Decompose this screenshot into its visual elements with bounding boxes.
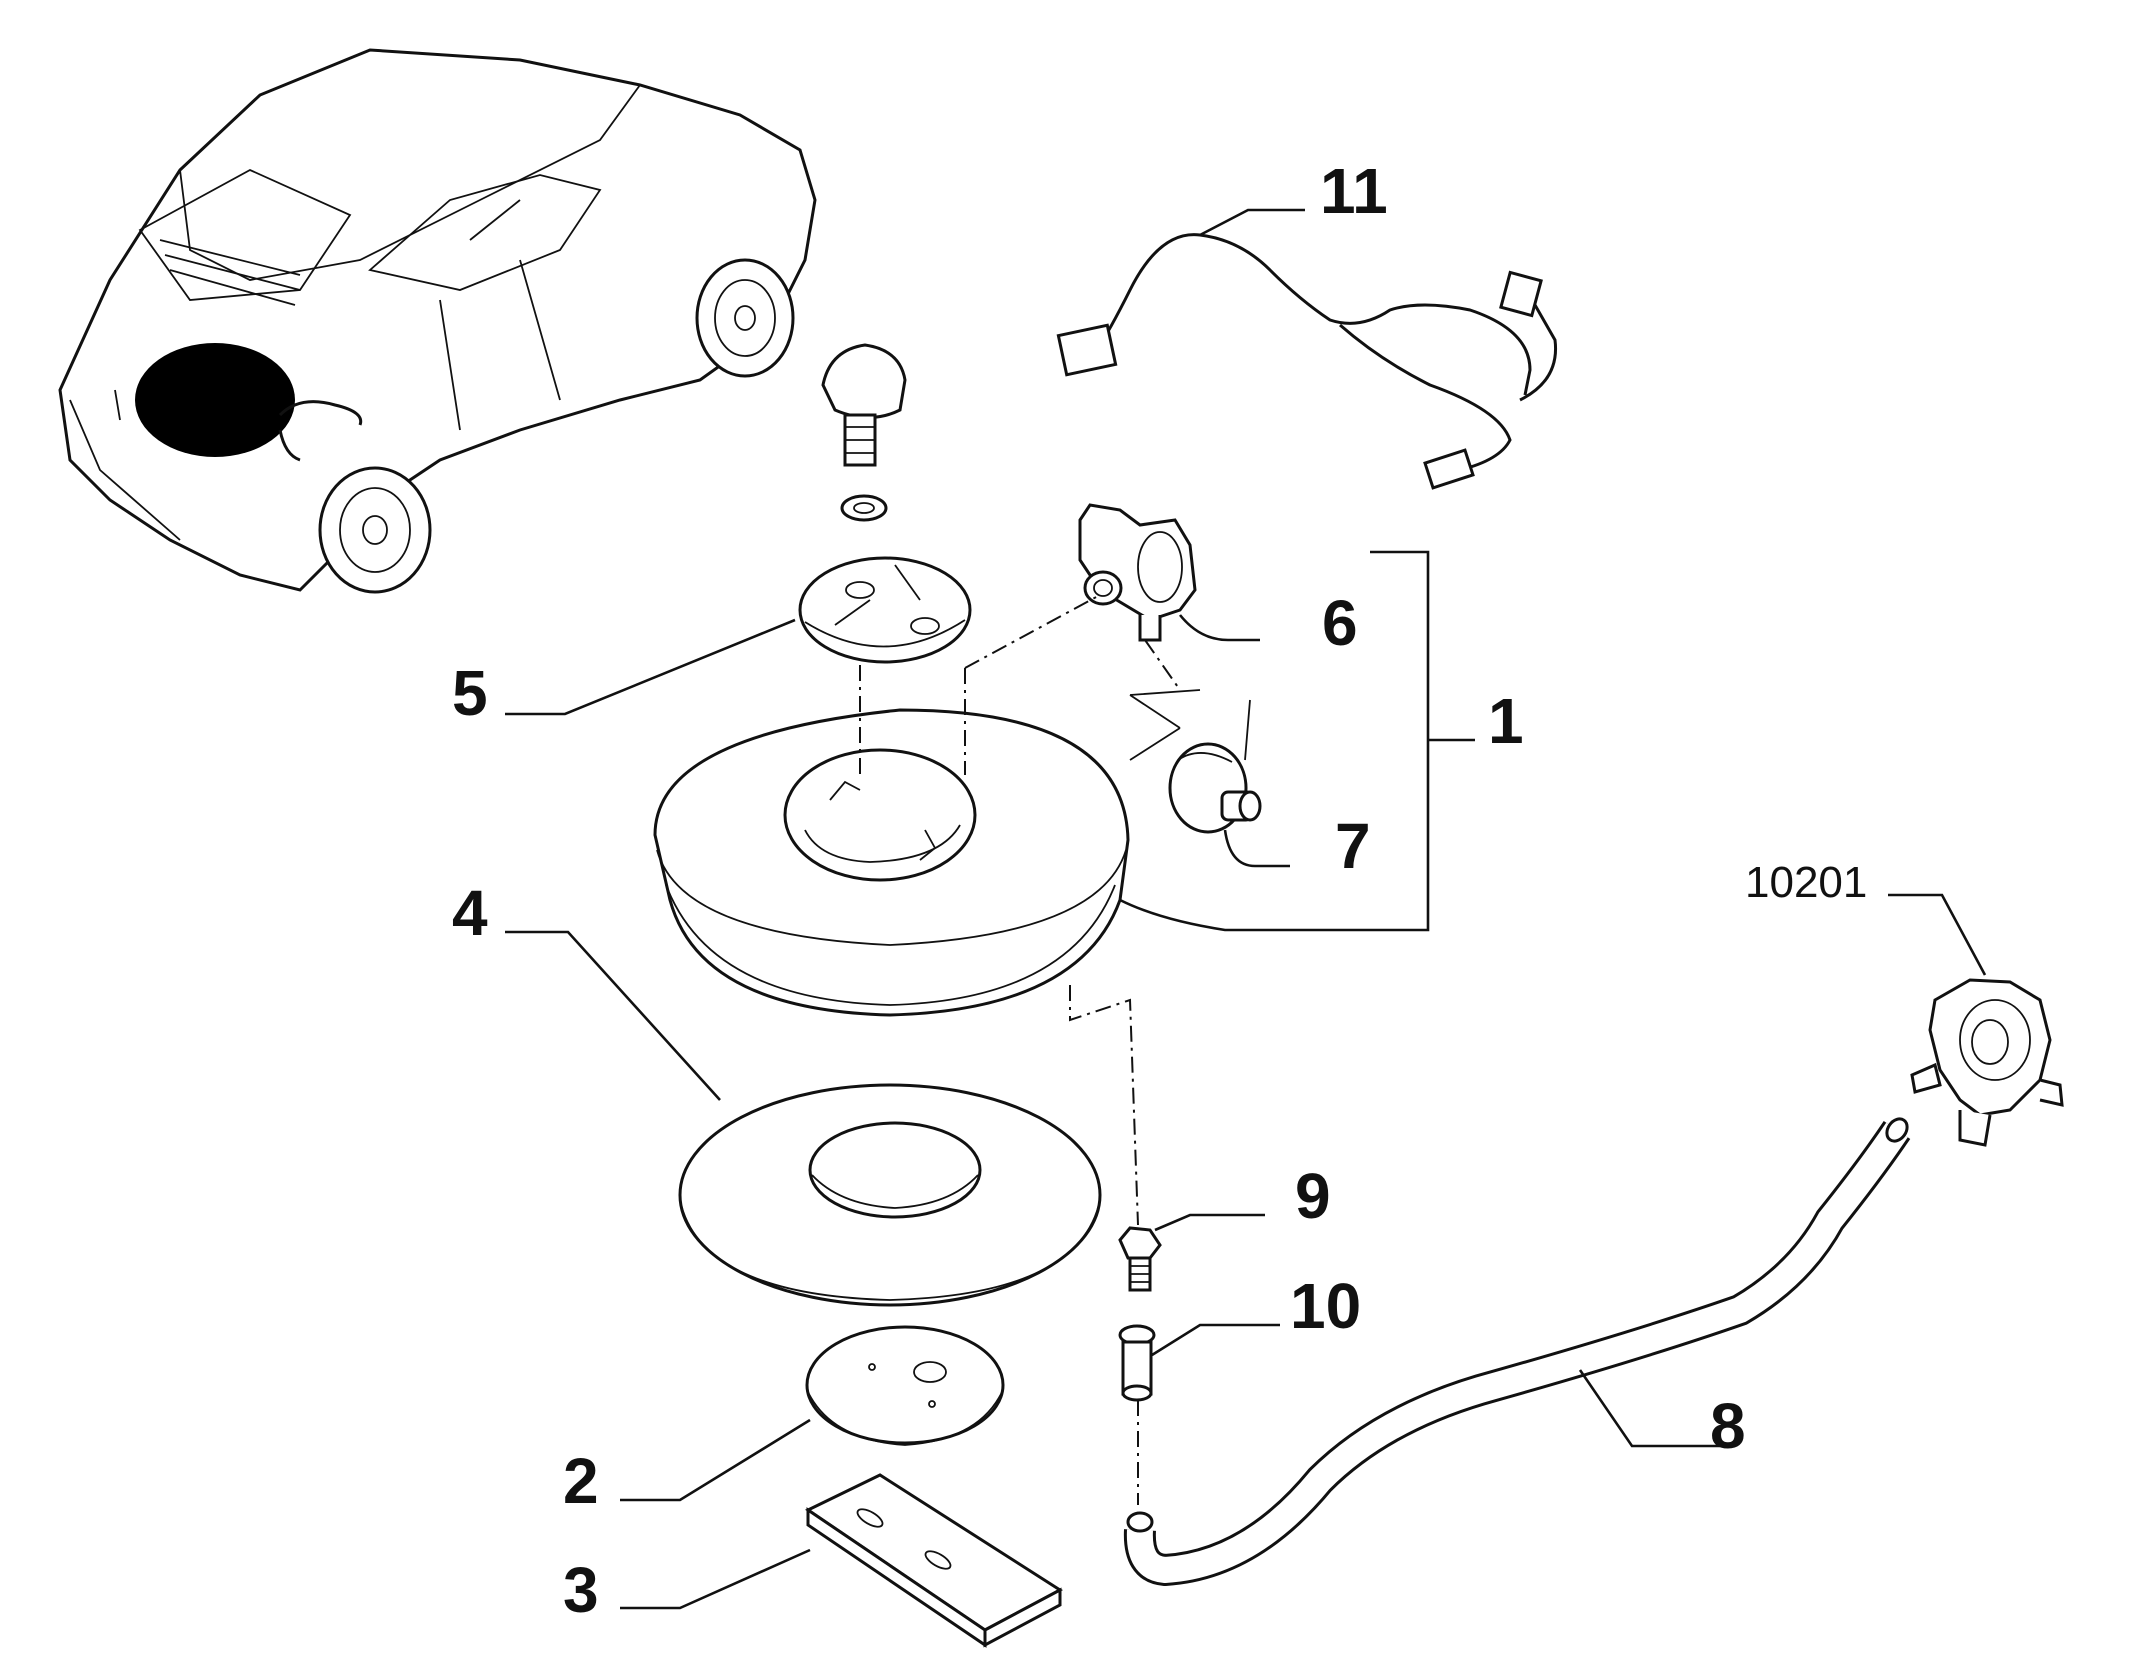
callout-6: 6 (1322, 587, 1358, 659)
callout-labels: 11 6 5 1 7 4 10201 9 10 8 2 3 (452, 155, 1867, 1626)
filler-valve (821, 343, 907, 522)
car-rear-wheel (318, 466, 432, 594)
part-3-bracket (805, 1473, 1063, 1648)
part-8-hose (1123, 1117, 1911, 1587)
leader-lines (505, 208, 1987, 1610)
callout-10: 10 (1290, 1270, 1361, 1342)
callout-10201: 10201 (1745, 858, 1867, 907)
callout-4: 4 (452, 877, 488, 949)
part-1-toroidal-tank (653, 708, 1130, 1017)
assembly-axis-lines (859, 594, 1251, 1505)
part-10-spacer (1118, 1324, 1156, 1402)
callout-1: 1 (1488, 685, 1524, 757)
car-front-wheel (695, 258, 795, 378)
part-10201-regulator (1910, 978, 2064, 1147)
callout-2: 2 (563, 1445, 599, 1517)
part-6-multivalve (1078, 503, 1197, 642)
part-5-cover-plate (798, 556, 972, 664)
callout-3: 3 (563, 1554, 599, 1626)
part-4-ring-cover (678, 1083, 1102, 1307)
part-2-support-disc (805, 1325, 1005, 1446)
tank-location-highlight (135, 343, 295, 457)
callout-7: 7 (1335, 810, 1371, 882)
part-7-fitting (1168, 742, 1262, 834)
callout-11: 11 (1320, 155, 1388, 227)
callout-9: 9 (1295, 1160, 1331, 1232)
callout-8: 8 (1710, 1390, 1746, 1462)
part-9-bolt (1118, 1226, 1162, 1292)
callout-5: 5 (452, 657, 488, 729)
car-illustration (58, 48, 817, 594)
part-11-wiring-harness (1056, 233, 1558, 490)
